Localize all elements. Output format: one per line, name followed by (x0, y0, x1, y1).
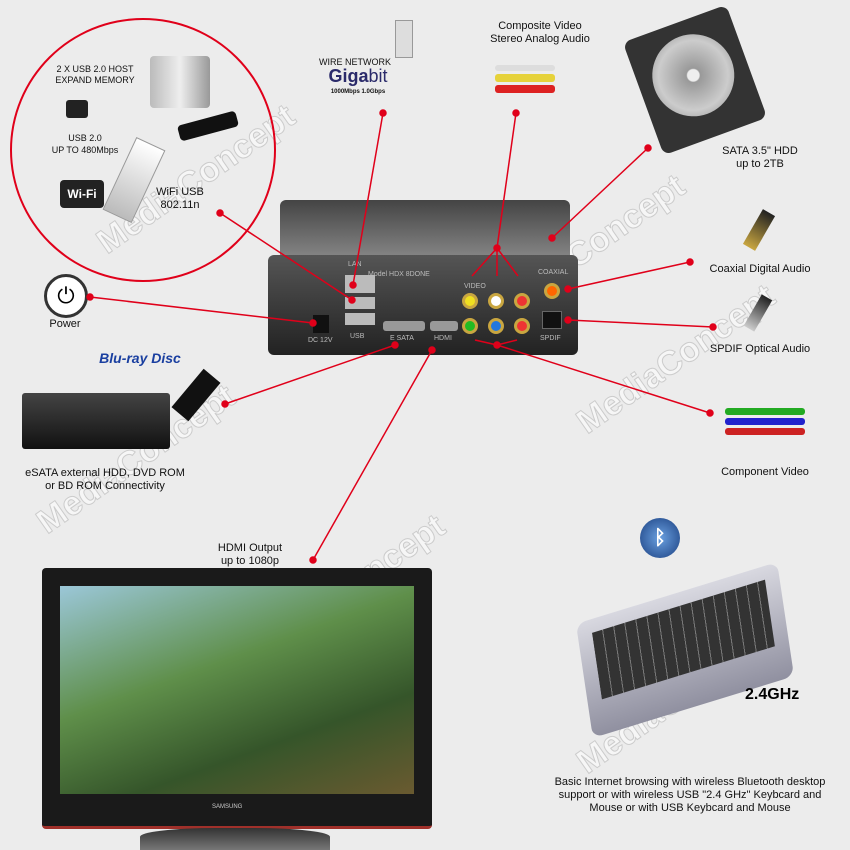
connector-line (352, 112, 384, 286)
connector-line (496, 344, 711, 414)
tv: SAMSUNG (42, 568, 432, 829)
spdif-port[interactable] (542, 311, 562, 329)
lan-label: LAN (348, 261, 362, 268)
hdmi-port[interactable] (430, 321, 458, 331)
keyboard-description: Basic Internet browsing with wireless Bl… (554, 776, 826, 814)
esata-label: eSATA external HDD, DVD ROM or BD ROM Co… (25, 467, 185, 492)
dc-label: DC 12V (308, 337, 333, 344)
audio-right-port[interactable] (514, 293, 530, 309)
gigabit-logo: Gigabit (328, 66, 388, 86)
esata-port[interactable] (383, 321, 425, 331)
keyboard-frequency: 2.4GHz (745, 686, 800, 703)
usb-speed-label: USB 2.0 UP TO 480Mbps (51, 133, 119, 155)
spdif-port-label: SPDIF (540, 335, 561, 342)
rca-cables-icon (495, 62, 555, 102)
connector-line (312, 349, 433, 561)
component-cables-icon (725, 405, 805, 450)
connector-line (224, 344, 396, 405)
usb-port[interactable] (345, 313, 375, 325)
composite-label: Composite Video Stereo Analog Audio (490, 20, 590, 45)
component-pb-port[interactable] (488, 318, 504, 334)
connector-line (567, 319, 714, 328)
video-label: VIDEO (464, 283, 486, 290)
coaxial-label: Coaxial Digital Audio (709, 263, 811, 275)
model-label: Model HDX 8DONE (368, 271, 430, 278)
connector-line (496, 247, 519, 277)
audio-left-port[interactable] (488, 293, 504, 309)
media-player-rear-panel: Model HDX 8DONE LAN USB DC 12V E SATA HD… (268, 255, 578, 355)
connector-line (471, 247, 498, 277)
power-label: Power (49, 318, 81, 330)
spdif-label: SPDIF Optical Audio (709, 343, 811, 355)
tv-stand (140, 828, 330, 850)
usb-label: USB (350, 333, 365, 340)
network-title: WIRE NETWORK (319, 57, 391, 67)
dc-power-jack[interactable] (313, 315, 329, 333)
tv-screen-image (60, 586, 414, 794)
connector-line (219, 212, 353, 301)
coaxial-port[interactable] (544, 283, 560, 299)
usb-feature-circle (10, 18, 276, 282)
wifi-logo: Wi-Fi (60, 180, 104, 208)
hdmi-label: HDMI Output up to 1080p (217, 542, 283, 567)
connector-line (496, 112, 517, 249)
component-label: Component Video (721, 466, 809, 478)
network-speed: 1000Mbps 1.0Gbps (330, 89, 386, 95)
component-pr-port[interactable] (514, 318, 530, 334)
video-port[interactable] (462, 293, 478, 309)
usb-host-label: 2 X USB 2.0 HOST EXPAND MEMORY (55, 64, 135, 85)
external-drive-icon (150, 56, 210, 108)
wifi-usb-label: WiFi USB 802.11n (156, 186, 204, 211)
connector-line (474, 339, 498, 346)
coaxial-port-label: COAXIAL (538, 269, 569, 276)
hdd-label: SATA 3.5" HDD up to 2TB (722, 145, 798, 170)
connector-line (89, 296, 314, 324)
connector-line (567, 261, 691, 290)
media-player-top (280, 200, 570, 260)
usb-adapter-icon (66, 100, 88, 118)
bluray-drive-icon (22, 393, 170, 449)
bluetooth-icon: ᛒ (640, 518, 680, 558)
esata-port-label: E SATA (390, 335, 414, 342)
hdmi-port-label: HDMI (434, 335, 452, 342)
ethernet-cable-icon (395, 20, 413, 58)
bluray-logo: Blu-ray Disc (99, 350, 181, 366)
component-y-port[interactable] (462, 318, 478, 334)
connector-line (551, 147, 649, 239)
tv-brand: SAMSUNG (212, 804, 243, 810)
